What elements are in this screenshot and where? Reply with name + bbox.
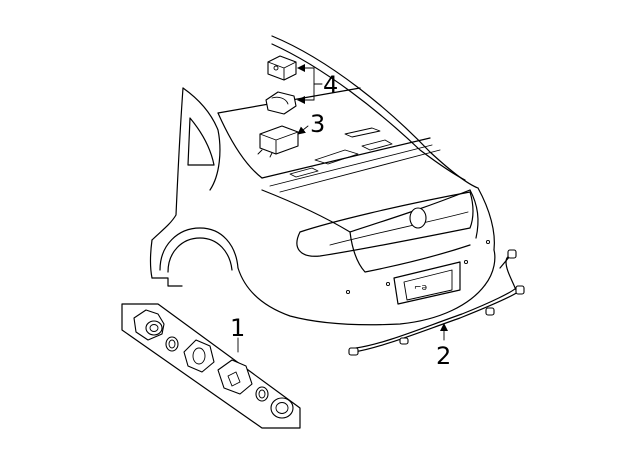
- bumper-sensor-hole-1: [345, 289, 351, 295]
- gasket-ring-2: [255, 386, 269, 402]
- plate-lamp-glyph: ⌐ə: [414, 283, 428, 293]
- shelf-left-edge: [217, 112, 263, 179]
- callout-1: 1: [230, 314, 245, 342]
- harness-connector-5: [507, 249, 517, 259]
- shelf-vent-4: [344, 127, 381, 138]
- gasket-ring-2-inner: [258, 389, 266, 399]
- part-3-module: 3: [257, 110, 325, 158]
- roof-line-inner: [271, 43, 466, 181]
- bumper-sensor-hole-4: [485, 239, 491, 245]
- callout-4: 4: [323, 71, 338, 99]
- harness-main-wire-2: [355, 287, 517, 349]
- kit-frame: [121, 303, 301, 429]
- roof-line-outer: [271, 35, 479, 189]
- sensor-cap: [270, 397, 294, 419]
- bracket-upper-hole: [273, 65, 279, 71]
- callout-2: 2: [436, 342, 451, 370]
- quarter-window: [187, 117, 215, 166]
- part-4-brackets: 4: [265, 55, 338, 115]
- harness-connector-1: [348, 347, 359, 356]
- module-edges: [259, 131, 299, 155]
- shelf-vent-1: [314, 149, 359, 165]
- bracket-upper: [267, 55, 297, 81]
- sensor-bezel: [183, 339, 215, 373]
- harness-connector-2: [399, 337, 409, 345]
- c-pillar-outer: [182, 87, 221, 191]
- license-plate-recess: [403, 269, 453, 301]
- shelf-trim-line-2: [279, 149, 441, 193]
- emblem: [409, 207, 427, 229]
- module-body: [259, 125, 299, 155]
- rear-fender-edge: [149, 239, 153, 279]
- gasket-ring-1: [165, 336, 179, 352]
- bumper-right-edge: [484, 249, 496, 286]
- trunk-lid-bottom: [349, 231, 471, 273]
- wheel-arch-outer: [159, 227, 239, 271]
- quarter-panel-edge: [151, 87, 184, 241]
- bracket-lower: [265, 91, 297, 115]
- shelf-vent-2: [361, 139, 393, 151]
- sensor-retainer-clip: [227, 371, 241, 387]
- shelf-trim-line: [269, 144, 433, 187]
- harness-connector-4: [515, 285, 525, 295]
- bumper-sensor-hole-2: [385, 281, 391, 287]
- sensor-bezel-hole: [192, 347, 206, 365]
- license-plate-pocket: [393, 261, 461, 305]
- sensor-face: [145, 320, 163, 336]
- part-1-sensor-kit: 1: [121, 303, 301, 429]
- car-body: ⌐ə: [149, 35, 496, 326]
- bumper-lower-edge: [237, 267, 486, 326]
- gasket-ring-1-inner: [168, 339, 176, 349]
- module-tabs: [257, 149, 273, 158]
- arrow-3: [297, 125, 309, 135]
- trunk-right-edge: [477, 187, 495, 251]
- trunk-lid-top: [261, 189, 471, 233]
- sensor-cap-inner: [275, 402, 289, 414]
- bracket-upper-edge: [267, 61, 297, 81]
- trunk-lid-right: [469, 189, 479, 239]
- rocker-bottom: [151, 277, 183, 287]
- harness-connector-3: [485, 307, 495, 316]
- wheel-arch-inner: [167, 237, 233, 273]
- callout-3: 3: [310, 110, 325, 138]
- sensor-face-inner: [149, 324, 159, 332]
- part-2-harness: 2: [348, 249, 525, 370]
- tail-light-divider: [329, 211, 469, 246]
- sensor-retainer: [217, 359, 253, 395]
- bracket-lower-clip: [271, 96, 289, 105]
- bumper-sensor-hole-3: [463, 259, 469, 265]
- tail-light-band: [296, 191, 474, 257]
- harness-main-wire: [353, 291, 519, 353]
- shelf-vent-3: [289, 167, 319, 178]
